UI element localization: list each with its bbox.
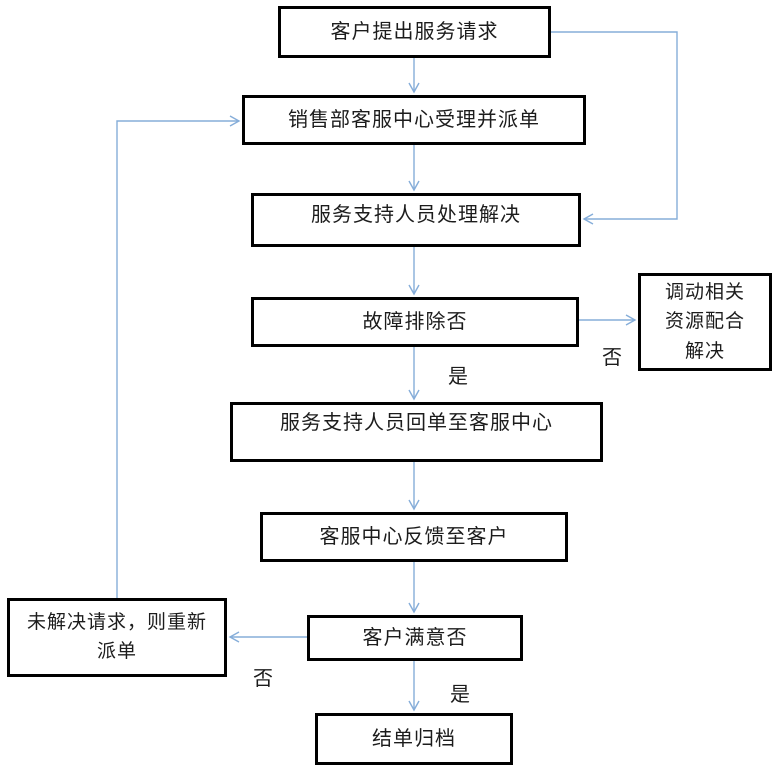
node-redispatch-order: 未解决请求，则重新 派单 (7, 598, 227, 677)
edge-label-fault-no: 否 (602, 347, 622, 369)
node-support-staff-handle: 服务支持人员处理解决 (251, 193, 581, 247)
node-close-and-archive: 结单归档 (315, 713, 513, 765)
edge-label-satisfied-no: 否 (253, 668, 273, 690)
edge-label-fault-yes: 是 (448, 366, 468, 388)
node-customer-satisfied-decision: 客户满意否 (307, 615, 523, 661)
node-return-order-to-center: 服务支持人员回单至客服中心 (230, 402, 603, 462)
node-customer-request: 客户提出服务请求 (278, 6, 551, 58)
node-mobilize-resources: 调动相关 资源配合 解决 (638, 273, 772, 371)
node-feedback-to-customer: 客服中心反馈至客户 (260, 512, 568, 562)
node-fault-resolved-decision: 故障排除否 (251, 297, 579, 347)
edge-label-satisfied-yes: 是 (450, 684, 470, 706)
node-service-center-dispatch: 销售部客服中心受理并派单 (242, 95, 586, 145)
arrow-redispatch-to-dispatch (116, 115, 241, 598)
